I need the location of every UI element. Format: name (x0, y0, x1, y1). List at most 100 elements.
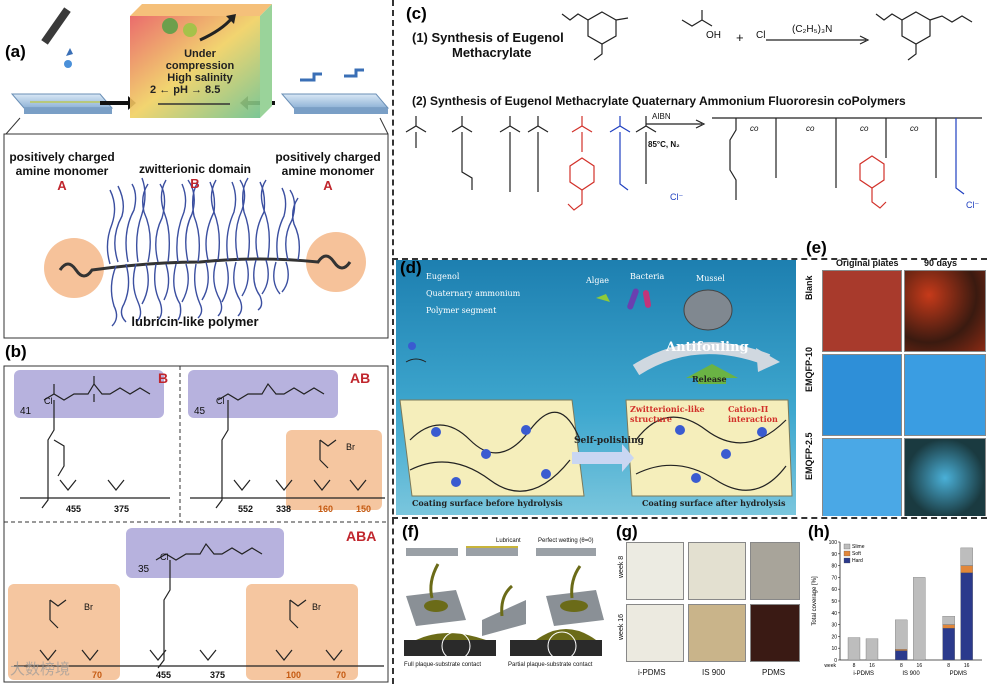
bar-soft (942, 624, 955, 629)
oh-label: OH (706, 30, 721, 41)
x-tick-label: 8 (853, 663, 856, 669)
panel-b-structures (3, 365, 389, 683)
aibn-label: AIBN (652, 112, 671, 121)
mid-letter: B (190, 176, 200, 191)
ph-right: 8.5 (205, 84, 221, 96)
bar-slime (960, 547, 973, 566)
bar-hard (960, 572, 973, 661)
ABA-cl: Cl (160, 552, 169, 562)
tag-ABA: ABA (346, 528, 377, 544)
ABA-sub-4: 100 (286, 670, 302, 680)
AB-sub-3: 160 (318, 504, 334, 514)
x-tick-label: 16 (869, 663, 875, 669)
bar-hard (942, 627, 955, 661)
step1-line1: (1) Synthesis of Eugenol (412, 30, 564, 45)
left-title-1: positively charged (9, 150, 115, 164)
x-tick-label: 8 (900, 663, 903, 669)
box-line-1: Under compression (165, 48, 235, 72)
AB-sub-2: 338 (276, 504, 292, 514)
ph-mid: pH (173, 84, 188, 96)
reagent-1: (C₂H₅)₃N (792, 24, 833, 35)
bar-soft (895, 649, 908, 651)
y-tick-label: 50 (831, 599, 837, 605)
panel-f: (f) Lubricant Perfect wetting (θ=0) Full… (396, 520, 610, 684)
col-90days: 90 days (924, 258, 958, 268)
left-letter: A (57, 178, 67, 193)
legend-eugenol: Eugenol (426, 272, 460, 281)
ABA-sub-1: 70 (92, 670, 103, 680)
B-sub-2: 375 (114, 504, 130, 514)
panel-f-label: (f) (402, 522, 419, 541)
AB-br: Br (346, 442, 355, 452)
f-full-contact: Full plaque-substrate contact (404, 662, 482, 668)
ABA-sub-3: 375 (210, 670, 226, 680)
row-week16: week 16 (618, 613, 625, 640)
tag-B: B (158, 370, 169, 386)
x-tick-label: 8 (947, 663, 950, 669)
co-2: co (806, 124, 815, 133)
photo-emqfp25-original (822, 438, 902, 516)
f-perfect-wetting: Perfect wetting (θ=0) (538, 538, 594, 544)
photo-emqfp10-original (822, 354, 902, 436)
panel-a-label: (a) (5, 42, 26, 61)
bar-slime (865, 638, 879, 661)
pipette-icon (41, 7, 73, 68)
B-sub-1: 455 (66, 504, 82, 514)
legend-label: Hard (852, 558, 863, 564)
AB-sub-1: 552 (238, 504, 254, 514)
AB-n: 45 (194, 406, 206, 417)
panel-d-label: (d) (400, 260, 422, 277)
right-title-1: positively charged (275, 150, 381, 164)
y-tick-label: 20 (831, 634, 837, 640)
antifouling: Antifouling (666, 340, 749, 355)
photo-emqfp10-90 (904, 354, 986, 436)
photo-pdms-w8 (750, 542, 800, 600)
cl-minus-left: Cl⁻ (670, 192, 684, 202)
divider-vertical (392, 0, 394, 684)
col-original: Original plates (836, 258, 899, 268)
photo-emqfp25-90 (904, 438, 986, 516)
panel-a-illustration (3, 4, 390, 339)
panel-f-illustration (404, 546, 604, 661)
mid-title: zwitterionic domain (138, 162, 251, 176)
row-emqfp10: EMQFP-10 (804, 346, 814, 392)
y-tick-label: 0 (834, 658, 837, 664)
co-3: co (860, 124, 869, 133)
step1-line2: Methacrylate (452, 45, 532, 60)
step2-title: (2) Synthesis of Eugenol Methacrylate Qu… (412, 94, 906, 108)
col-pdms: PDMS (762, 668, 786, 677)
cation-text: Cation-Π interaction (728, 404, 778, 424)
B-n: 41 (20, 406, 32, 417)
legend-swatch (843, 550, 851, 557)
legend-swatch (843, 557, 851, 564)
left-title-2: amine monomer (15, 164, 109, 178)
col-ipdms: i-PDMS (638, 668, 666, 677)
ABA-sub-5: 70 (336, 670, 347, 680)
AB-sub-4: 150 (356, 504, 372, 514)
panel-g-label: (g) (616, 522, 638, 541)
photo-is900-w8 (688, 542, 746, 600)
ABA-br-right: Br (312, 602, 321, 612)
legend-label: Soft (852, 551, 862, 557)
y-tick-label: 90 (831, 552, 837, 558)
bar-hard (895, 650, 908, 661)
panel-e-label: (e) (806, 238, 827, 257)
ABA-sub-2: 455 (156, 670, 172, 680)
ph-range: 2 ← pH → 8.5 (150, 84, 221, 96)
B-cl: Cl (44, 396, 53, 406)
right-title-2: amine monomer (281, 164, 375, 178)
f-partial-contact: Partial plaque-substrate contact (508, 662, 593, 668)
bar-slime (847, 637, 861, 661)
AB-cl: Cl (216, 396, 225, 406)
col-is900: IS 900 (702, 668, 726, 677)
x-prefix-label: week (824, 663, 836, 669)
panel-h-label: (h) (808, 522, 830, 541)
self-polishing: Self-polishing (574, 436, 644, 446)
y-tick-label: 30 (831, 623, 837, 629)
legend-swatch (843, 543, 851, 550)
right-letter: A (323, 178, 333, 193)
photo-ipdms-w8 (626, 542, 684, 600)
row-blank: Blank (804, 275, 814, 300)
photo-blank-90 (904, 270, 986, 352)
ABA-br-left: Br (84, 602, 93, 612)
